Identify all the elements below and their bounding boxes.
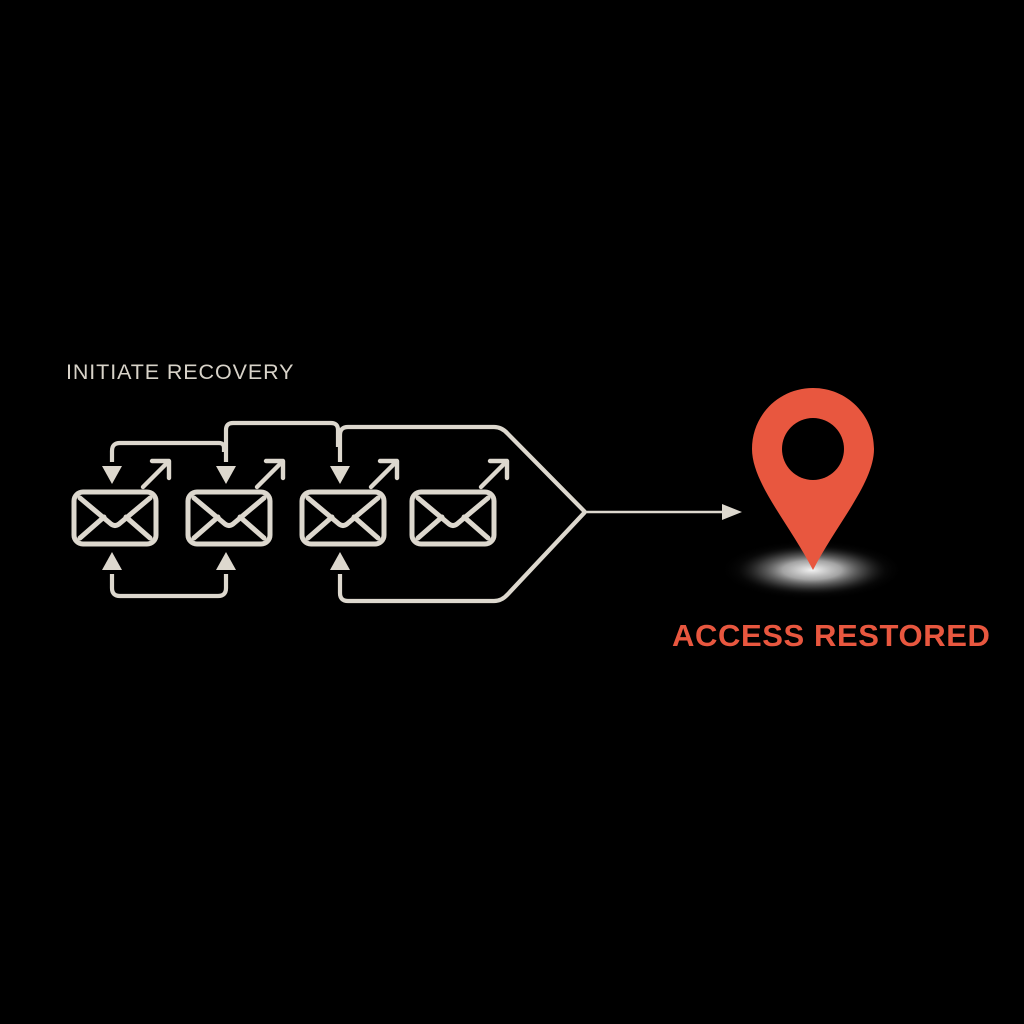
bottom-connectors [109,510,587,604]
envelope-flap-icon [191,495,267,528]
envelope-node-4[interactable] [409,458,510,547]
outcome-label: ACCESS RESTORED [672,618,991,653]
envelope-fold-right-icon [123,514,153,541]
connector-top-inner [109,440,227,462]
envelope-fold-right-icon [237,514,267,541]
envelope-node-2[interactable] [185,458,286,547]
envelope-icon[interactable] [299,489,387,547]
envelope-fold-left-icon [77,514,107,541]
arrowhead-down-1 [102,466,122,484]
arrowhead-up-3 [330,552,350,570]
envelope-fold-right-icon [461,514,491,541]
connector-bottom-inner [109,574,229,599]
envelope-icon[interactable] [409,489,497,547]
arrow-up-right-icon [478,458,510,490]
map-pin-icon[interactable] [752,388,874,570]
envelope-icon[interactable] [185,489,273,547]
envelope-flap-icon [77,495,153,528]
envelope-fold-right-icon [351,514,381,541]
top-arrowheads [102,466,350,484]
arrowhead-up-2 [216,552,236,570]
envelope-flap-icon [415,495,491,528]
arrowhead-down-2 [216,466,236,484]
bottom-arrowheads [102,552,350,570]
envelope-fold-left-icon [191,514,221,541]
arrow-up-right-icon [368,458,400,490]
envelope-node-1[interactable] [71,458,172,547]
envelope-fold-left-icon [415,514,445,541]
top-connectors [109,420,587,514]
envelope-fold-left-icon [305,514,335,541]
merge-arrow [585,504,742,520]
pin-glow-shadow [720,540,904,600]
connector-top-outer [337,424,587,514]
envelope-icon[interactable] [71,489,159,547]
arrow-up-right-icon [140,458,172,490]
merge-arrow-head [722,504,742,520]
arrow-up-right-icon [254,458,286,490]
connector-bottom-outer [337,510,587,604]
map-pin-hole [782,418,844,480]
arrowhead-down-3 [330,466,350,484]
connector-top-mid [223,420,341,462]
arrowhead-up-1 [102,552,122,570]
envelope-node-3[interactable] [299,458,400,547]
envelope-flap-icon [305,495,381,528]
start-label: INITIATE RECOVERY [66,360,295,384]
